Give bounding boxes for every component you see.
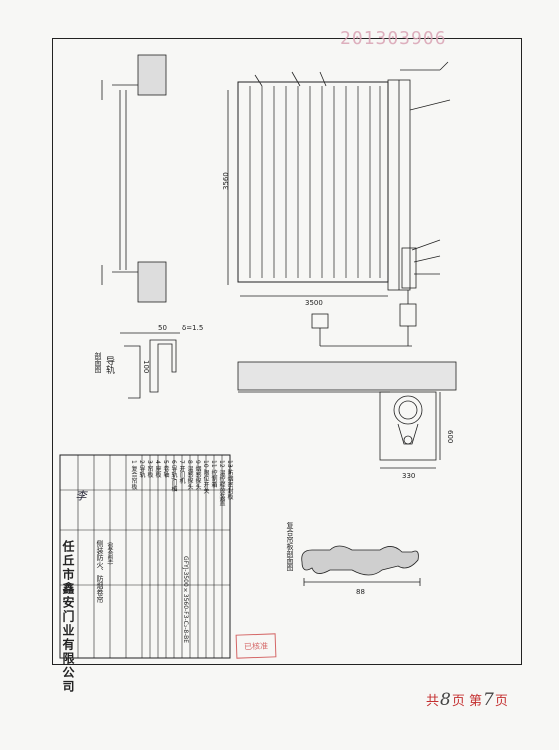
page-counter: 共8页 第7页 xyxy=(426,690,508,710)
drawing-number: GFYJ-3500×3560-F3-C₂-8-BE xyxy=(182,556,189,644)
guide-section-title: 导轨 xyxy=(104,356,114,374)
width-dimension: 3500 xyxy=(305,299,323,307)
bom-row: 11 控制箱 xyxy=(210,460,217,488)
bom-row: 3 帘板 xyxy=(146,460,153,478)
bom-row: 10 限位开关 xyxy=(202,460,209,494)
bom-row: 2 导轨 xyxy=(138,460,145,478)
drawing-frame xyxy=(52,38,522,665)
stamp-number: 201303906 xyxy=(340,28,447,49)
bom-row: 8 温感探头 xyxy=(186,460,193,490)
bom-row: 4 座板 xyxy=(154,460,161,478)
pager-end-label: 页 xyxy=(494,694,508,709)
dimension-600: 600 xyxy=(446,430,454,443)
height-dimension: 3560 xyxy=(222,172,230,190)
pager-total-label: 共 xyxy=(426,694,440,709)
bom-row: 12 温控释放装置 xyxy=(218,460,225,506)
product-name: 侧装防火、防烟卷帘 xyxy=(96,540,104,603)
shutter-elevation xyxy=(237,81,389,283)
title-block xyxy=(59,454,231,659)
bom-row: 9 烟感探头 xyxy=(194,460,201,490)
dimension-88: 88 xyxy=(356,588,365,596)
designer-signature: 李 xyxy=(74,490,87,501)
motor xyxy=(401,247,417,289)
bom-row: 6 导轨/门楣 xyxy=(170,460,177,492)
product-sub: (复合型) xyxy=(106,542,113,565)
dimension-100: 100 xyxy=(142,360,150,373)
slat-section-title: 复合帘板剖面图 xyxy=(286,522,294,571)
wall-top-hatch xyxy=(137,54,167,96)
thickness-label: δ=1.5 xyxy=(182,324,203,332)
pager-total: 8 xyxy=(440,690,451,710)
bom-row: 1 复合帘板 xyxy=(130,460,137,490)
guide-section-sub: 剖面图 xyxy=(94,352,102,373)
dimension-330: 330 xyxy=(402,472,415,480)
wall-bottom-hatch xyxy=(137,261,167,303)
bom-row: 7 开门机 xyxy=(178,460,185,484)
company-name: 任丘市鑫安门业有限公司 xyxy=(61,540,75,694)
pager-page-label: 页 第 xyxy=(451,694,482,709)
pager-page: 7 xyxy=(482,690,494,710)
dimension-50: 50 xyxy=(158,324,167,332)
bom-row: 5 卷轴 xyxy=(162,460,169,478)
approved-stamp: 已核准 xyxy=(235,633,277,659)
bom-row: 13 防烟密封板 xyxy=(226,460,233,500)
